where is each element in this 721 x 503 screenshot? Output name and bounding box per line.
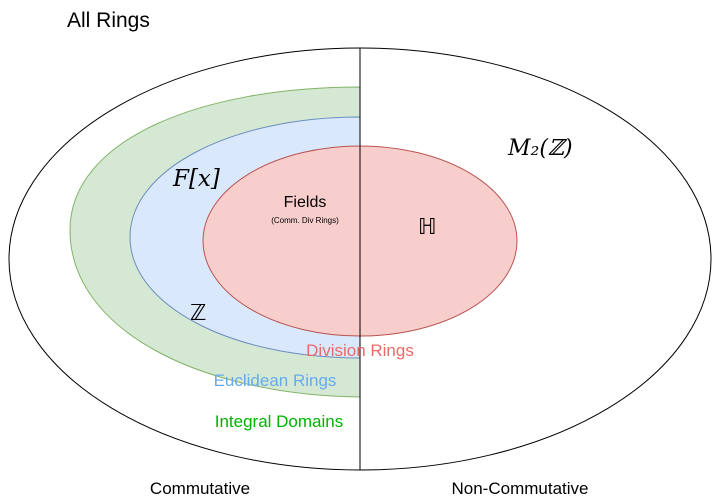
- integers-label: ℤ: [190, 301, 206, 326]
- commutative-label: Commutative: [150, 479, 250, 498]
- matrix-ring-label: M₂(ℤ): [507, 136, 573, 161]
- polynomial-ring-label: F[x]: [172, 166, 220, 192]
- quaternions-label: ℍ: [418, 215, 437, 240]
- division-rings-label: Division Rings: [306, 341, 414, 360]
- euclidean-rings-label: Euclidean Rings: [214, 371, 337, 390]
- fields-label: Fields: [284, 194, 327, 211]
- fields-sublabel: (Comm. Div Rings): [271, 216, 339, 225]
- diagram-title: All Rings: [67, 9, 150, 32]
- non-commutative-label: Non-Commutative: [452, 479, 589, 498]
- integral-domains-label: Integral Domains: [215, 412, 344, 431]
